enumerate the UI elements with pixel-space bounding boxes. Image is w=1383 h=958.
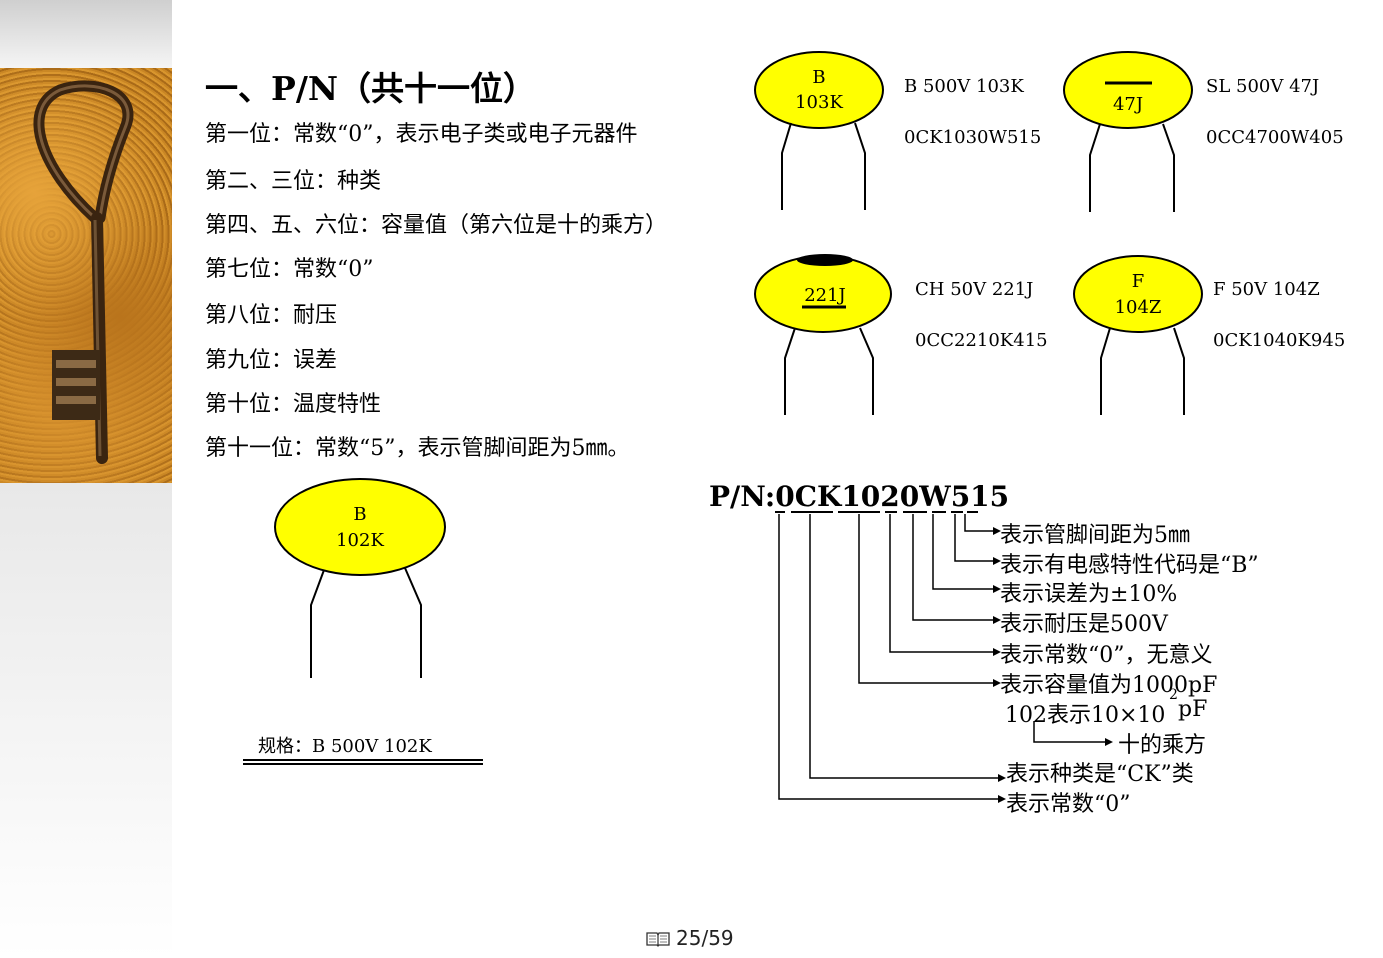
pn-annotation-unit: pF [1178, 697, 1208, 722]
code-cap1: 0CK1030W515 [904, 127, 1042, 148]
capacitor-label-bottom: 102K [336, 530, 384, 551]
caption-underline [243, 763, 483, 765]
capacitor-label-bottom: 47J [1113, 94, 1143, 115]
rule-line-2: 第二、三位：种类 [205, 169, 382, 194]
capacitor-label-bottom: 103K [795, 92, 843, 113]
capacitor-b-102k: B 102K [274, 478, 446, 678]
capacitor-f-104z: F 104Z [1073, 255, 1203, 415]
pn-annotation-tolerance: 表示误差为±10% [1000, 582, 1178, 607]
pn-annotation-type: 表示种类是“CK”类 [1006, 762, 1194, 787]
rule-line-1: 第一位：常数“0”，表示电子类或电子元器件 [205, 122, 638, 147]
capacitor-sl-47j: 47J [1063, 51, 1193, 212]
capacitor-b-103k: B 103K [754, 51, 884, 210]
spec-cap1: B 500V 103K [904, 76, 1024, 97]
key-icon [33, 80, 134, 464]
spec-cap3: CH 50V 221J [915, 279, 1034, 300]
pn-annotation-inductance: 表示有电感特性代码是“B” [1000, 553, 1259, 578]
pn-annotation-constant: 表示常数“0”，无意义 [1000, 643, 1213, 668]
pn-annotation-leading-zero: 表示常数“0” [1006, 792, 1131, 817]
capacitor-ch-221j: 221J [754, 254, 892, 415]
caption-underline [243, 759, 483, 761]
book-icon [646, 932, 670, 947]
capacitor-label-top: B [812, 67, 825, 88]
pn-annotation-power-of-ten: 十的乘方 [1118, 733, 1207, 758]
rule-line-7: 第十位：温度特性 [205, 392, 382, 417]
spec-cap2: SL 500V 47J [1206, 76, 1320, 97]
code-cap4: 0CK1040K945 [1213, 330, 1346, 351]
rule-line-3: 第四、五、六位：容量值（第六位是十的乘方） [205, 213, 668, 238]
rule-line-4: 第七位：常数“0” [205, 257, 374, 282]
capacitor-label-top: F [1132, 271, 1145, 292]
page-counter: 25/59 [646, 926, 734, 950]
rule-line-8: 第十一位：常数“5”，表示管脚间距为5㎜。 [205, 436, 630, 461]
page-title: 一、P/N（共十一位） [205, 69, 537, 108]
page-number: 25/59 [676, 926, 734, 950]
pn-annotation-exponent: 2 [1169, 687, 1178, 703]
key-photo [0, 68, 172, 483]
pn-annotation-pin-spacing: 表示管脚间距为5㎜ [1000, 523, 1190, 548]
spec-caption: 规格：B 500V 102K [258, 736, 432, 757]
capacitor-label-bottom: 104Z [1115, 297, 1162, 318]
capacitor-label: 221J [804, 285, 846, 306]
pn-annotation-voltage: 表示耐压是500V [1000, 612, 1168, 637]
capacitor-label-top: B [353, 504, 366, 525]
code-cap3: 0CC2210K415 [915, 330, 1048, 351]
rule-line-6: 第九位：误差 [205, 348, 338, 373]
pn-annotation-formula: 102表示10×10 [1005, 703, 1166, 728]
spec-cap4: F 50V 104Z [1213, 279, 1320, 300]
pn-arrowheads [993, 527, 1113, 803]
pn-code: P/N:0CK1020W515 [709, 480, 1010, 513]
pn-annotation-capacitance: 表示容量值为1000pF [1000, 673, 1218, 698]
rule-line-5: 第八位：耐压 [205, 303, 338, 328]
pn-leader-lines [775, 511, 1105, 800]
code-cap2: 0CC4700W405 [1206, 127, 1344, 148]
